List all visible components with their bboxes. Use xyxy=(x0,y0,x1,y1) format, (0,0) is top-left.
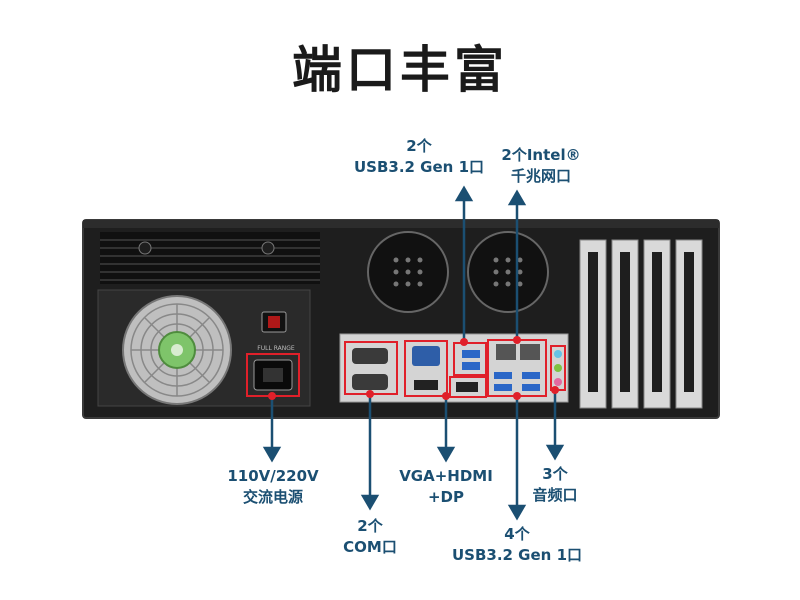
audio-jack-3 xyxy=(554,378,562,386)
usb-top-marker xyxy=(453,342,487,376)
video-marker xyxy=(404,340,448,397)
label-power-line2: 交流电源 xyxy=(242,488,303,506)
psu-switch-label: FULL RANGE xyxy=(257,345,295,352)
lan-port-1 xyxy=(496,344,516,360)
label-lan: 2个Intel® 千兆网口 xyxy=(486,145,596,187)
usb-bottom-port-4 xyxy=(522,384,540,391)
usb-bottom-port-3 xyxy=(522,372,540,379)
label-com-line2: COM口 xyxy=(343,538,397,556)
page-title: 端口丰富 xyxy=(292,41,508,99)
usb-bottom-port-1 xyxy=(494,372,512,379)
lan-port-2 xyxy=(520,344,540,360)
vga-port xyxy=(412,346,440,366)
hdmi-port xyxy=(414,380,438,390)
com-port-1 xyxy=(352,348,388,364)
label-video: VGA+HDMI +DP xyxy=(396,466,496,508)
dp-port xyxy=(456,382,478,392)
label-power-line1: 110V/220V xyxy=(227,467,319,485)
label-usb-top: 2个 USB3.2 Gen 1口 xyxy=(339,136,499,178)
usb-top-port-2 xyxy=(462,362,480,370)
label-video-line1: VGA+HDMI xyxy=(399,467,493,485)
com-port-2 xyxy=(352,374,388,390)
label-lan-line2: 千兆网口 xyxy=(510,167,571,185)
audio-jack-1 xyxy=(554,350,562,358)
label-usb-top-line1: 2个 xyxy=(406,137,432,155)
label-usb-bottom-line1: 4个 xyxy=(504,525,530,543)
audio-jack-2 xyxy=(554,364,562,372)
label-audio-line2: 音频口 xyxy=(532,486,578,504)
label-audio: 3个 音频口 xyxy=(520,464,590,506)
label-power: 110V/220V 交流电源 xyxy=(218,466,328,508)
chassis-top-edge xyxy=(83,220,719,228)
label-lan-line1: 2个Intel® xyxy=(501,146,581,164)
label-usb-top-line2: USB3.2 Gen 1口 xyxy=(353,158,485,176)
label-com: 2个 COM口 xyxy=(330,516,410,558)
label-video-line2: +DP xyxy=(427,488,464,506)
label-usb-bottom-line2: USB3.2 Gen 1口 xyxy=(451,546,583,564)
label-com-line1: 2个 xyxy=(357,517,383,535)
usb-bottom-port-2 xyxy=(494,384,512,391)
label-audio-line1: 3个 xyxy=(542,465,568,483)
label-usb-bottom: 4个 USB3.2 Gen 1口 xyxy=(437,524,597,566)
vent-grille xyxy=(100,232,320,284)
usb-top-port-1 xyxy=(462,350,480,358)
